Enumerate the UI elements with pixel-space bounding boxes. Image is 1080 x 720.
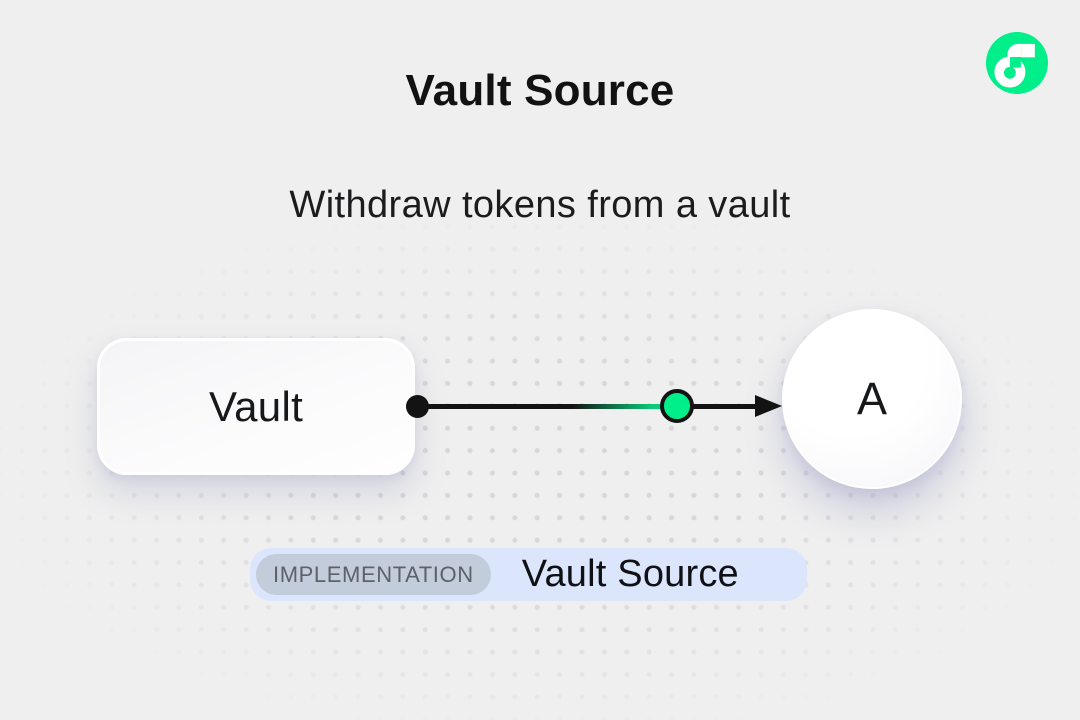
flow-logo-icon: [986, 32, 1048, 94]
page-subtitle: Withdraw tokens from a vault: [289, 184, 791, 226]
account-node: A: [782, 309, 962, 489]
vault-node-label: Vault: [208, 382, 304, 430]
implementation-label: Vault Source: [521, 553, 739, 595]
implementation-tag: IMPLEMENTATION: [256, 554, 491, 595]
arrowhead-icon: [755, 395, 782, 417]
page-title: Vault Source: [405, 66, 675, 115]
account-node-label: A: [856, 373, 887, 424]
vault-node: Vault: [97, 338, 415, 475]
implementation-badge: IMPLEMENTATION Vault Source: [250, 548, 807, 601]
token-marker-icon: [660, 389, 694, 423]
edge-green-gradient: [572, 404, 662, 409]
